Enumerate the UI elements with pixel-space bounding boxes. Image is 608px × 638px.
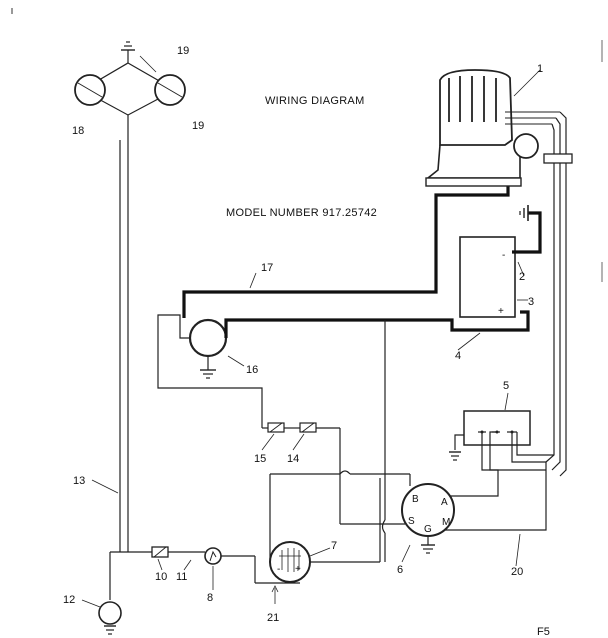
headlight-assembly bbox=[74, 41, 186, 116]
page-code: F5 bbox=[537, 626, 550, 638]
taillight bbox=[81, 552, 122, 635]
harness-clamp bbox=[543, 153, 573, 164]
callout-19-right: 19 bbox=[192, 120, 204, 132]
callout-6: 20 bbox=[511, 566, 523, 578]
callout-1: 1 bbox=[537, 63, 543, 75]
harness-3 bbox=[545, 123, 555, 463]
chassis-ground bbox=[519, 205, 529, 221]
callout-21: 21 bbox=[267, 612, 279, 624]
svg-text:+: + bbox=[498, 306, 504, 317]
indicator-lamp: - + bbox=[269, 541, 331, 583]
cable-4 bbox=[224, 310, 530, 338]
battery: - + bbox=[459, 236, 528, 318]
model-number: MODEL NUMBER 917.25742 bbox=[226, 207, 377, 219]
callout-20: 19 bbox=[177, 45, 189, 57]
callout-5: 5 bbox=[503, 380, 509, 392]
engine bbox=[425, 69, 560, 187]
svg-text:M: M bbox=[442, 517, 450, 528]
starter-generator bbox=[188, 318, 245, 379]
svg-text:S: S bbox=[408, 516, 415, 527]
callout-13: 12 bbox=[63, 594, 75, 606]
callout-4: 4 bbox=[455, 350, 461, 362]
harness-1 bbox=[559, 111, 567, 477]
svg-text:A: A bbox=[441, 497, 448, 508]
starter-solenoid: B A S M G bbox=[401, 483, 455, 563]
callout-8: 7 bbox=[331, 540, 337, 552]
callout-10: 8 bbox=[207, 592, 213, 604]
wire-6 bbox=[432, 462, 547, 531]
callout-7: 6 bbox=[397, 564, 403, 576]
svg-text:B: B bbox=[412, 494, 419, 505]
callout-11: 11 bbox=[176, 571, 187, 583]
svg-text:-: - bbox=[502, 250, 505, 261]
callout-12: 10 bbox=[155, 571, 167, 583]
callout-3: 3 bbox=[528, 296, 534, 308]
cable-18 bbox=[182, 180, 510, 318]
callout-15: 14 bbox=[287, 453, 299, 465]
harness-2 bbox=[551, 117, 561, 471]
callout-18: 17 bbox=[261, 262, 273, 274]
svg-text:+: + bbox=[295, 564, 301, 575]
ignition-switch bbox=[463, 392, 531, 446]
callout-19-left: 18 bbox=[72, 125, 84, 137]
diagram-title: WIRING DIAGRAM bbox=[265, 95, 365, 107]
generator-field-wire bbox=[157, 314, 263, 428]
light-switch bbox=[204, 547, 222, 565]
callout-14: 13 bbox=[73, 475, 85, 487]
callout-2: 2 bbox=[519, 271, 525, 283]
battery-ground-cable bbox=[512, 211, 542, 254]
callout-16: 15 bbox=[254, 453, 266, 465]
svg-text:-: - bbox=[277, 564, 280, 575]
svg-text:G: G bbox=[424, 524, 432, 535]
callout-17: 16 bbox=[246, 364, 258, 376]
